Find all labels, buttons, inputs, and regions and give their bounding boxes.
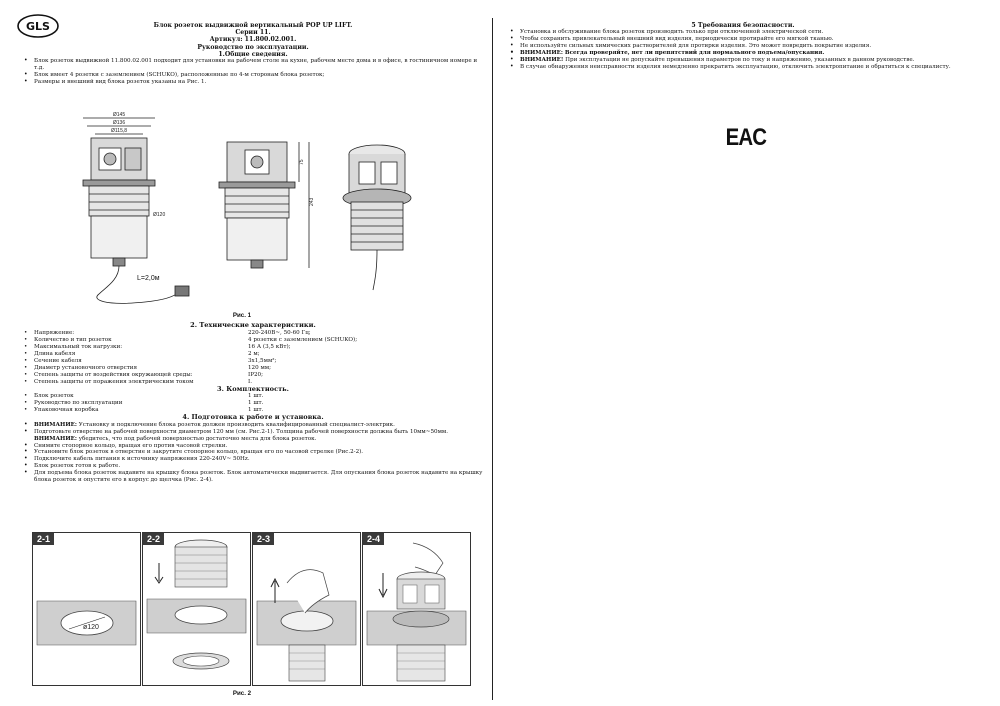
dim-d136: Ø136 — [113, 120, 125, 126]
figure-1-drawing: Ø145 Ø136 Ø115,8 Ø120 L=2,0м 75 243 — [82, 112, 412, 304]
doc-title: Блок розеток выдвижной вертикальный POP … — [153, 22, 353, 29]
dim-h75: 75 — [299, 159, 305, 165]
specs-block: 2. Технические характеристики. Напряжени… — [22, 321, 484, 484]
dim-d1158: Ø115,8 — [111, 128, 127, 134]
list-item: Максимальный ток нагрузки:16 А (3,5 кВт)… — [22, 344, 484, 351]
dim-d145: Ø145 — [113, 112, 125, 118]
front-view — [82, 117, 190, 304]
list-item: Размеры и внешний вид блока розеток указ… — [22, 79, 484, 86]
section-2-title: 2. Технические характеристики. — [190, 321, 316, 329]
list-item: Блок имеет 4 розетки с заземлением (SCHU… — [22, 72, 484, 79]
dim-h243: 243 — [309, 197, 315, 206]
safety-list: Установка и обслуживание блока розеток п… — [508, 29, 978, 70]
section-1-title: 1.Общие сведения. — [218, 50, 288, 58]
list-item: В случае обнаружения неисправности издел… — [508, 64, 978, 71]
list-item: Блок розеток готов к работе. — [22, 463, 484, 470]
right-column: 5 Требования безопасности. Установка и о… — [508, 22, 978, 71]
list-item: Блок розеток выдвижной 11.800.02.001 под… — [22, 58, 484, 72]
install-list: ВНИМАНИЕ: Установку и подключение блока … — [22, 422, 484, 484]
list-item: Степень защиты от воздействия окружающей… — [22, 372, 484, 379]
hole-dim: ø120 — [83, 624, 99, 631]
side-view — [218, 141, 310, 269]
column-divider — [492, 18, 493, 700]
panel-2-3-drawing — [256, 569, 357, 682]
specs-list: Напряжение:220-240В~, 50-60 Гц; Количест… — [22, 330, 484, 386]
list-item: ВНИМАНИЕ: Установку и подключение блока … — [22, 422, 484, 429]
panel-2-2-drawing — [146, 539, 247, 670]
isometric-view — [342, 144, 412, 291]
left-column: Блок розеток выдвижной вертикальный POP … — [22, 22, 484, 86]
list-item: Подключите кабель питания к источнику на… — [22, 456, 484, 463]
panel-2-2: 2-2 — [142, 532, 251, 686]
list-item: Степень защиты от поражения электрически… — [22, 379, 484, 386]
section-3-title: 3. Комплектность. — [217, 384, 289, 393]
panel-2-3: 2-3 — [252, 532, 361, 686]
doc-manual: Руководство по эксплуатации. — [197, 43, 309, 51]
doc-article: Артикул: 11.800.02.001. — [209, 36, 297, 44]
list-item: ВНИМАНИЕ! При эксплуатации не допускайте… — [508, 57, 978, 64]
cable-length-label: L=2,0м — [137, 275, 160, 282]
list-item: Установите блок розеток в отверстие и за… — [22, 449, 484, 456]
list-item: Подготовьте отверстие на рабочей поверхн… — [22, 429, 484, 443]
list-item: Напряжение:220-240В~, 50-60 Гц; — [22, 330, 484, 337]
section-4-title: 4. Подготовка к работе и установка. — [182, 413, 324, 422]
list-item: Чтобы сохранить привлекательный внешний … — [508, 36, 978, 43]
panel-2-4-drawing — [366, 542, 467, 682]
dim-d120: Ø120 — [153, 212, 165, 218]
general-list: Блок розеток выдвижной 11.800.02.001 под… — [22, 58, 484, 86]
eac-mark-icon: EAC — [725, 124, 767, 151]
figure-1-caption: Рис. 1 — [232, 312, 252, 319]
list-item: Для подъема блока розеток надавите на кр… — [22, 470, 484, 484]
svg-text:GLS: GLS — [26, 20, 50, 33]
section-5-title: 5 Требования безопасности. — [691, 22, 795, 29]
panel-2-4: 2-4 — [362, 532, 471, 686]
figure-2: 2-1 ø120 2-2 2-3 — [32, 532, 472, 687]
doc-series: Серии 11. — [235, 29, 271, 37]
list-item: Не используйте сильных химических раство… — [508, 43, 978, 50]
panel-2-1-drawing: ø120 — [36, 600, 137, 646]
gls-logo-icon: GLS — [17, 14, 59, 38]
panel-tag: 2-2 — [143, 533, 165, 545]
panel-tag: 2-1 — [33, 533, 55, 545]
panel-tag: 2-4 — [363, 533, 385, 545]
list-item: Снимите стопорное кольцо, вращая его про… — [22, 443, 484, 450]
list-item: Установка и обслуживание блока розеток п… — [508, 29, 978, 36]
list-item: ВНИМАНИЕ: Всегда проверяйте, нет ли преп… — [508, 50, 978, 57]
panel-tag: 2-3 — [253, 533, 275, 545]
panel-2-1: 2-1 ø120 — [32, 532, 141, 686]
figure-2-caption: Рис. 2 — [232, 690, 252, 697]
